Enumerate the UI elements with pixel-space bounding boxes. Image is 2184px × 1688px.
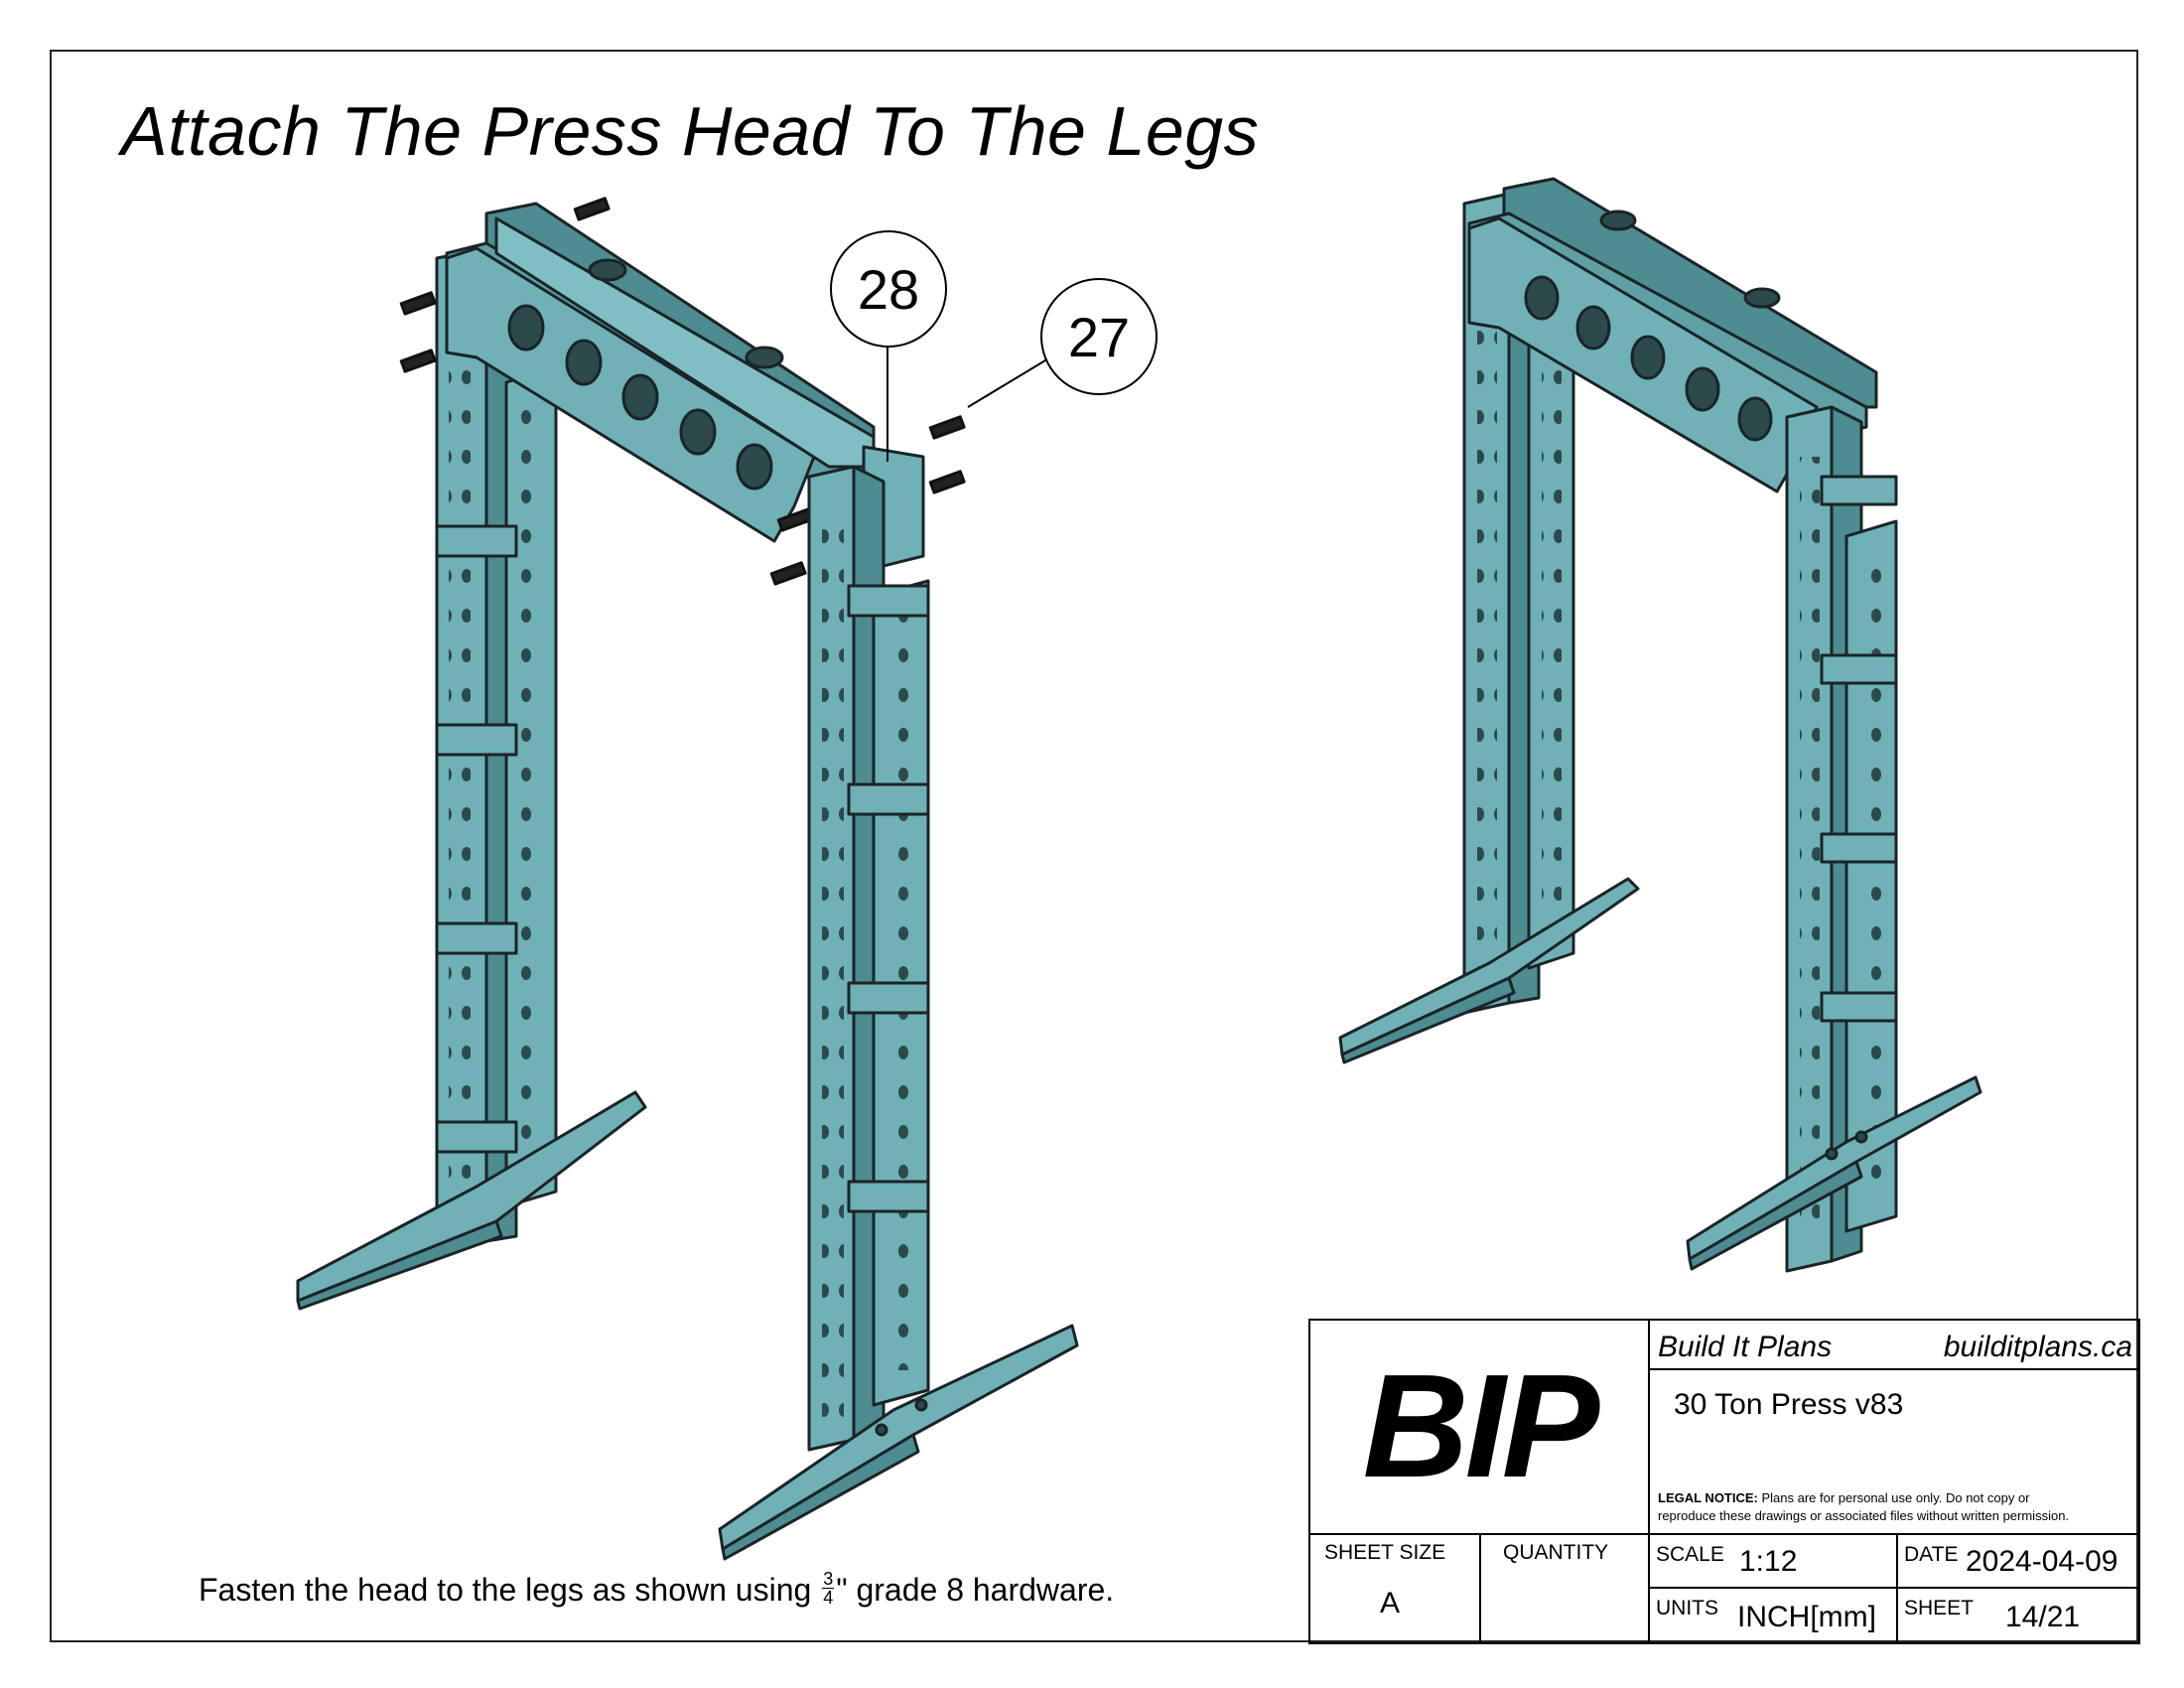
- sheet-size-value: A: [1380, 1587, 1401, 1619]
- front-right-leg: [718, 465, 1079, 1561]
- title-block: BIP Build It Plans builditplans.ca 30 To…: [1308, 1319, 2140, 1644]
- instruction-note: Fasten the head to the legs as shown usi…: [199, 1569, 1115, 1611]
- fraction-numerator: 3: [822, 1569, 835, 1590]
- sheet-title: Attach The Press Head To The Legs: [121, 92, 1260, 170]
- scale-label: SCALE: [1656, 1543, 1724, 1566]
- project-name: 30 Ton Press v83: [1674, 1388, 1904, 1421]
- drawing-border: [50, 50, 2138, 1642]
- exploded-assembly: [296, 197, 1079, 1561]
- divider: [1310, 1533, 2138, 1535]
- sheet-size-label: SHEET SIZE: [1324, 1541, 1446, 1564]
- bip-logo: BIP: [1310, 1321, 1650, 1535]
- divider: [1479, 1533, 1481, 1642]
- sheet-value: 14/21: [2005, 1601, 2081, 1633]
- legal-notice: LEGAL NOTICE: Plans are for personal use…: [1658, 1489, 2138, 1525]
- divider: [1896, 1533, 1898, 1642]
- legal-notice-text-2: reproduce these drawings or associated f…: [1658, 1508, 2070, 1523]
- fraction-denominator: 4: [823, 1588, 834, 1609]
- press-head: [445, 202, 925, 573]
- date-value: 2024-04-09: [1966, 1545, 2118, 1578]
- website: builditplans.ca: [1943, 1331, 2132, 1363]
- company-name: Build It Plans: [1658, 1331, 1833, 1363]
- legal-notice-label: LEGAL NOTICE:: [1658, 1490, 1758, 1505]
- sheet-label: SHEET: [1904, 1597, 1975, 1619]
- quantity-label: QUANTITY: [1503, 1541, 1609, 1564]
- bolts: [399, 197, 966, 586]
- date-label: DATE: [1904, 1543, 1959, 1566]
- legal-notice-text-1: Plans are for personal use only. Do not …: [1757, 1490, 2030, 1505]
- callout-28: 28: [830, 230, 947, 348]
- instruction-text-before: Fasten the head to the legs as shown usi…: [199, 1572, 821, 1608]
- assembled-press: [1338, 177, 1982, 1273]
- scale-value: 1:12: [1739, 1545, 1798, 1578]
- units-value: INCH[mm]: [1737, 1601, 1876, 1633]
- units-label: UNITS: [1656, 1597, 1718, 1619]
- back-left-leg: [296, 246, 647, 1311]
- company-row: Build It Plans builditplans.ca: [1648, 1321, 2138, 1370]
- divider: [1648, 1587, 2138, 1589]
- callout-27: 27: [1040, 278, 1158, 395]
- instruction-text-after: " grade 8 hardware.: [836, 1572, 1115, 1608]
